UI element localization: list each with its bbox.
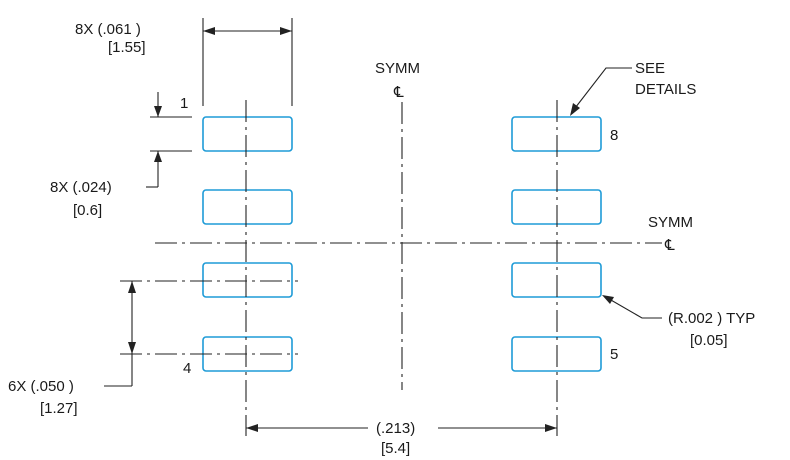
pitch-mm-label: [1.27] bbox=[40, 400, 78, 417]
pad-height-arrow-bottom bbox=[154, 151, 162, 162]
see-details-line2: DETAILS bbox=[635, 81, 696, 98]
pitch-inch-label: 6X (.050 ) bbox=[8, 378, 74, 395]
span-arrow-right bbox=[545, 424, 557, 432]
radius-arrow bbox=[602, 295, 614, 304]
symm-right-label: SYMM bbox=[648, 214, 693, 231]
pad-width-inch-label: 8X (.061 ) bbox=[75, 21, 141, 38]
centerline-symbol-right: ℄ bbox=[664, 237, 675, 254]
pad-height-arrow-top bbox=[154, 106, 162, 117]
pad-width-arrow-right bbox=[280, 27, 292, 35]
span-arrow-left bbox=[246, 424, 258, 432]
pin-1-label: 1 bbox=[180, 95, 188, 112]
see-details-line1: SEE bbox=[635, 60, 665, 77]
pin-5-label: 5 bbox=[610, 346, 618, 363]
pin-4-label: 4 bbox=[183, 360, 191, 377]
radius-mm-label: [0.05] bbox=[690, 332, 728, 349]
span-inch-label: (.213) bbox=[376, 420, 415, 437]
pad-height-inch-label: 8X (.024) bbox=[50, 179, 112, 196]
pad-3 bbox=[202, 262, 293, 298]
radius-inch-label: (R.002 ) TYP bbox=[668, 310, 755, 327]
pad-2 bbox=[202, 189, 293, 225]
see-details-leader bbox=[571, 67, 632, 113]
span-mm-label: [5.4] bbox=[381, 440, 410, 457]
pad-width-mm-label: [1.55] bbox=[108, 39, 146, 56]
pitch-arrow-top bbox=[128, 281, 136, 293]
radius-leader bbox=[603, 295, 662, 319]
see-details-arrow bbox=[570, 103, 580, 116]
pad-width-arrow-left bbox=[203, 27, 215, 35]
pad-1 bbox=[202, 116, 293, 152]
centerline-symbol-top: ℄ bbox=[393, 84, 404, 101]
symm-top-label: SYMM bbox=[375, 60, 420, 77]
pin-8-label: 8 bbox=[610, 127, 618, 144]
pad-height-mm-label: [0.6] bbox=[73, 202, 102, 219]
pitch-arrow-bottom bbox=[128, 342, 136, 354]
